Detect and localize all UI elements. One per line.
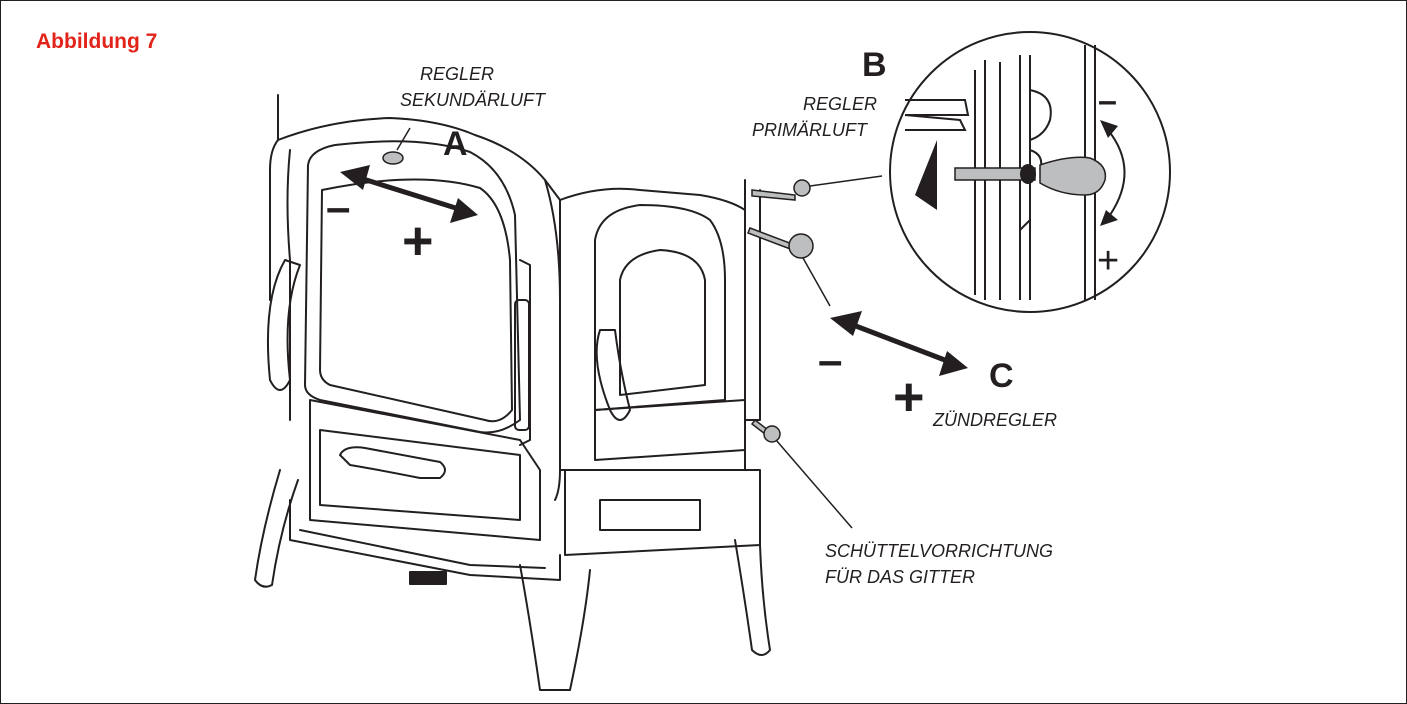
right-rear-leg — [734, 539, 771, 656]
arrow-a-head-right — [450, 198, 478, 223]
plus-sign-b: + — [1097, 240, 1120, 282]
leader-shaker — [775, 439, 853, 529]
stove-back-post — [269, 94, 279, 301]
minus-sign-c: – — [818, 336, 843, 385]
detail-rod — [954, 167, 1036, 181]
side-door-glass — [619, 249, 706, 396]
plus-sign-a: + — [402, 211, 434, 271]
label-shaker-line2: FÜR DAS GITTER — [825, 567, 976, 587]
letter-a: A — [443, 125, 468, 163]
leader-a — [396, 127, 411, 151]
minus-sign-a: – — [326, 183, 351, 232]
arrow-c-head-left — [830, 311, 862, 336]
plus-sign-c: + — [893, 367, 925, 427]
center-leg — [519, 564, 591, 691]
label-b-line2: PRIMÄRLUFT — [752, 120, 868, 140]
letter-c: C — [989, 357, 1014, 395]
label-a-line1: REGLER — [420, 64, 495, 84]
left-handle — [266, 259, 301, 391]
arrow-c-head-right — [939, 351, 968, 376]
detail-circle-b — [889, 31, 1171, 313]
side-door-handle — [595, 329, 631, 421]
letter-b: B — [862, 46, 887, 84]
stove-front-body — [277, 117, 561, 471]
figure-title: Abbildung 7 — [36, 30, 158, 53]
minus-sign-b: – — [1098, 82, 1117, 120]
ignition-knob — [788, 233, 814, 259]
stove-side-body — [559, 187, 746, 471]
arrow-a-head-left — [340, 165, 370, 190]
ash-drawer-handle — [339, 446, 446, 479]
arrow-c-shaft — [845, 320, 953, 365]
secondary-air-knob — [382, 151, 404, 165]
left-front-leg — [254, 469, 299, 588]
label-b-line1: REGLER — [803, 94, 878, 114]
label-a-line2: SEKUNDÄRLUFT — [400, 90, 546, 110]
primary-air-rod — [751, 189, 796, 201]
arrow-a-shaft — [357, 175, 465, 213]
label-shaker-line1: SCHÜTTELVORRICHTUNG — [825, 541, 1054, 561]
leader-c — [802, 257, 831, 307]
front-door — [304, 140, 521, 434]
stove-base — [289, 499, 561, 581]
front-door-glass — [319, 178, 513, 423]
primary-air-knob — [793, 179, 811, 197]
leader-b — [809, 175, 883, 187]
shaker-knob — [763, 425, 781, 443]
side-door — [594, 204, 726, 411]
ash-drawer — [309, 399, 541, 541]
detail-knob — [1039, 156, 1107, 196]
wedge-indicator — [915, 140, 937, 210]
label-c-line1: ZÜNDREGLER — [933, 410, 1058, 430]
ignition-rod — [747, 227, 796, 251]
detail-rotation-arrow — [1107, 129, 1126, 216]
